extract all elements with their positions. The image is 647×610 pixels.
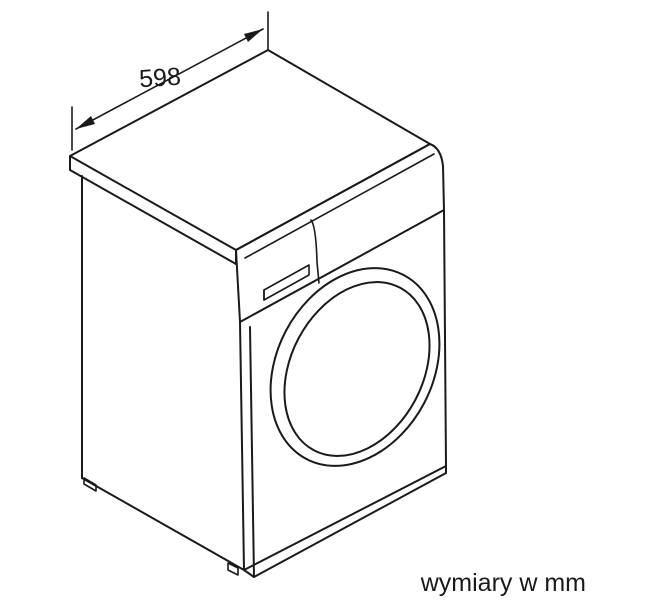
units-caption: wymiary w mm xyxy=(420,569,586,597)
control-panel-divider xyxy=(310,219,320,284)
front-face-outline xyxy=(239,209,447,571)
top-edge-left xyxy=(69,155,237,265)
front-panel xyxy=(227,209,447,578)
dimension-arrow-right xyxy=(244,29,263,42)
front-foot xyxy=(227,562,239,576)
top-surface xyxy=(69,49,431,251)
display-window xyxy=(263,264,310,301)
control-panel xyxy=(235,143,445,323)
dimension-arrow-left xyxy=(76,116,95,129)
width-dimension: 598 xyxy=(71,11,269,151)
door-outer-ring xyxy=(269,267,441,467)
front-face-inner-edge xyxy=(249,326,255,578)
dimension-line xyxy=(75,28,264,130)
back-foot xyxy=(83,477,97,492)
side-edge-bottom xyxy=(81,477,245,571)
side-panel xyxy=(81,175,245,571)
front-bottom-edge xyxy=(253,472,447,578)
top-panel xyxy=(69,49,431,265)
door-inner-ring xyxy=(283,281,431,457)
front-bottom-corner xyxy=(243,569,255,578)
dimension-value: 598 xyxy=(138,63,182,94)
door xyxy=(269,267,441,467)
control-panel-outline xyxy=(235,143,445,323)
control-panel-top-line xyxy=(244,153,435,259)
